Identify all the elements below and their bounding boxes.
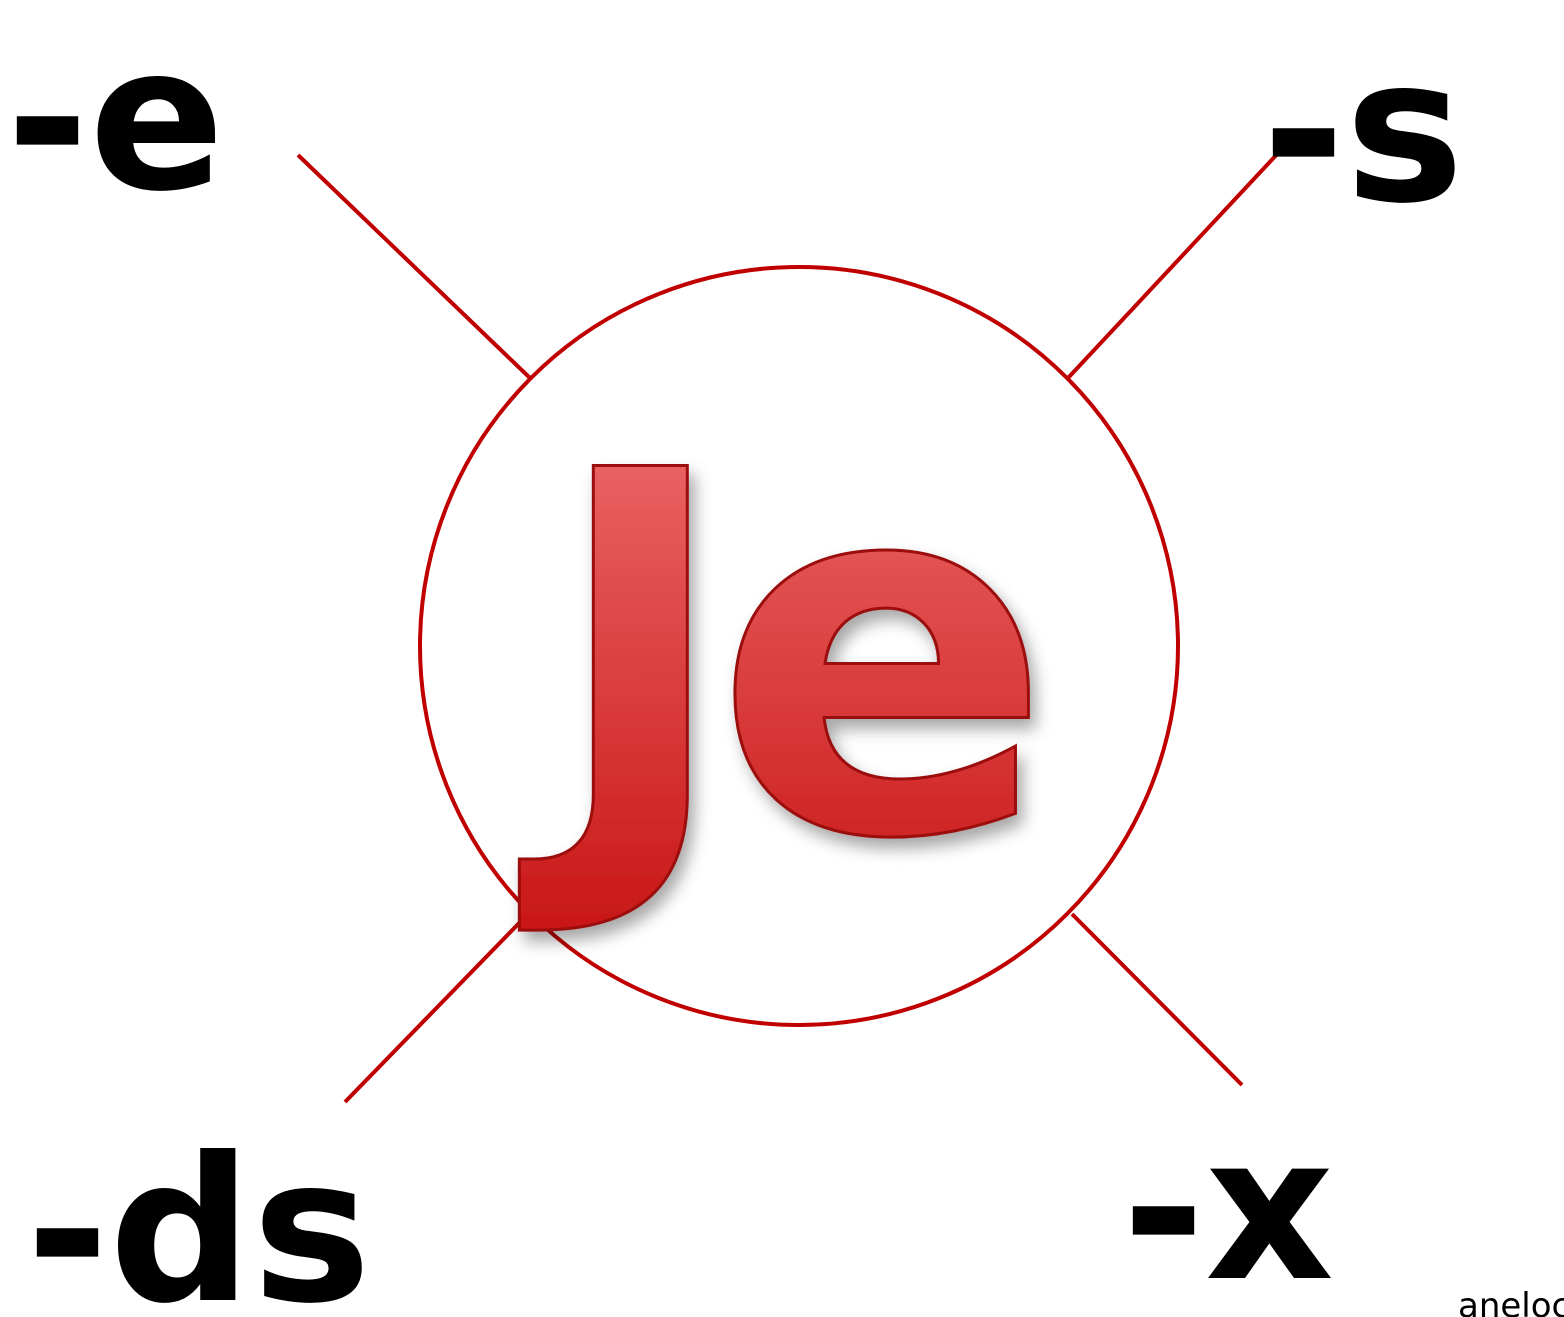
connector-line-bottom-right [1070, 912, 1244, 1087]
watermark: anelocat [1458, 1286, 1564, 1317]
suffix-label-top-right: -s [1262, 15, 1464, 248]
connector-line-top-right [1066, 148, 1283, 380]
suffix-label-bottom-left: -ds [26, 1115, 371, 1317]
center-word: Je [516, 366, 1034, 948]
center-circle [418, 265, 1180, 1027]
suffix-label-top-left: -e [6, 3, 225, 236]
suffix-label-bottom-right: -x [1122, 1093, 1334, 1317]
connector-line-top-left [296, 153, 532, 380]
connector-line-bottom-left [343, 912, 530, 1104]
